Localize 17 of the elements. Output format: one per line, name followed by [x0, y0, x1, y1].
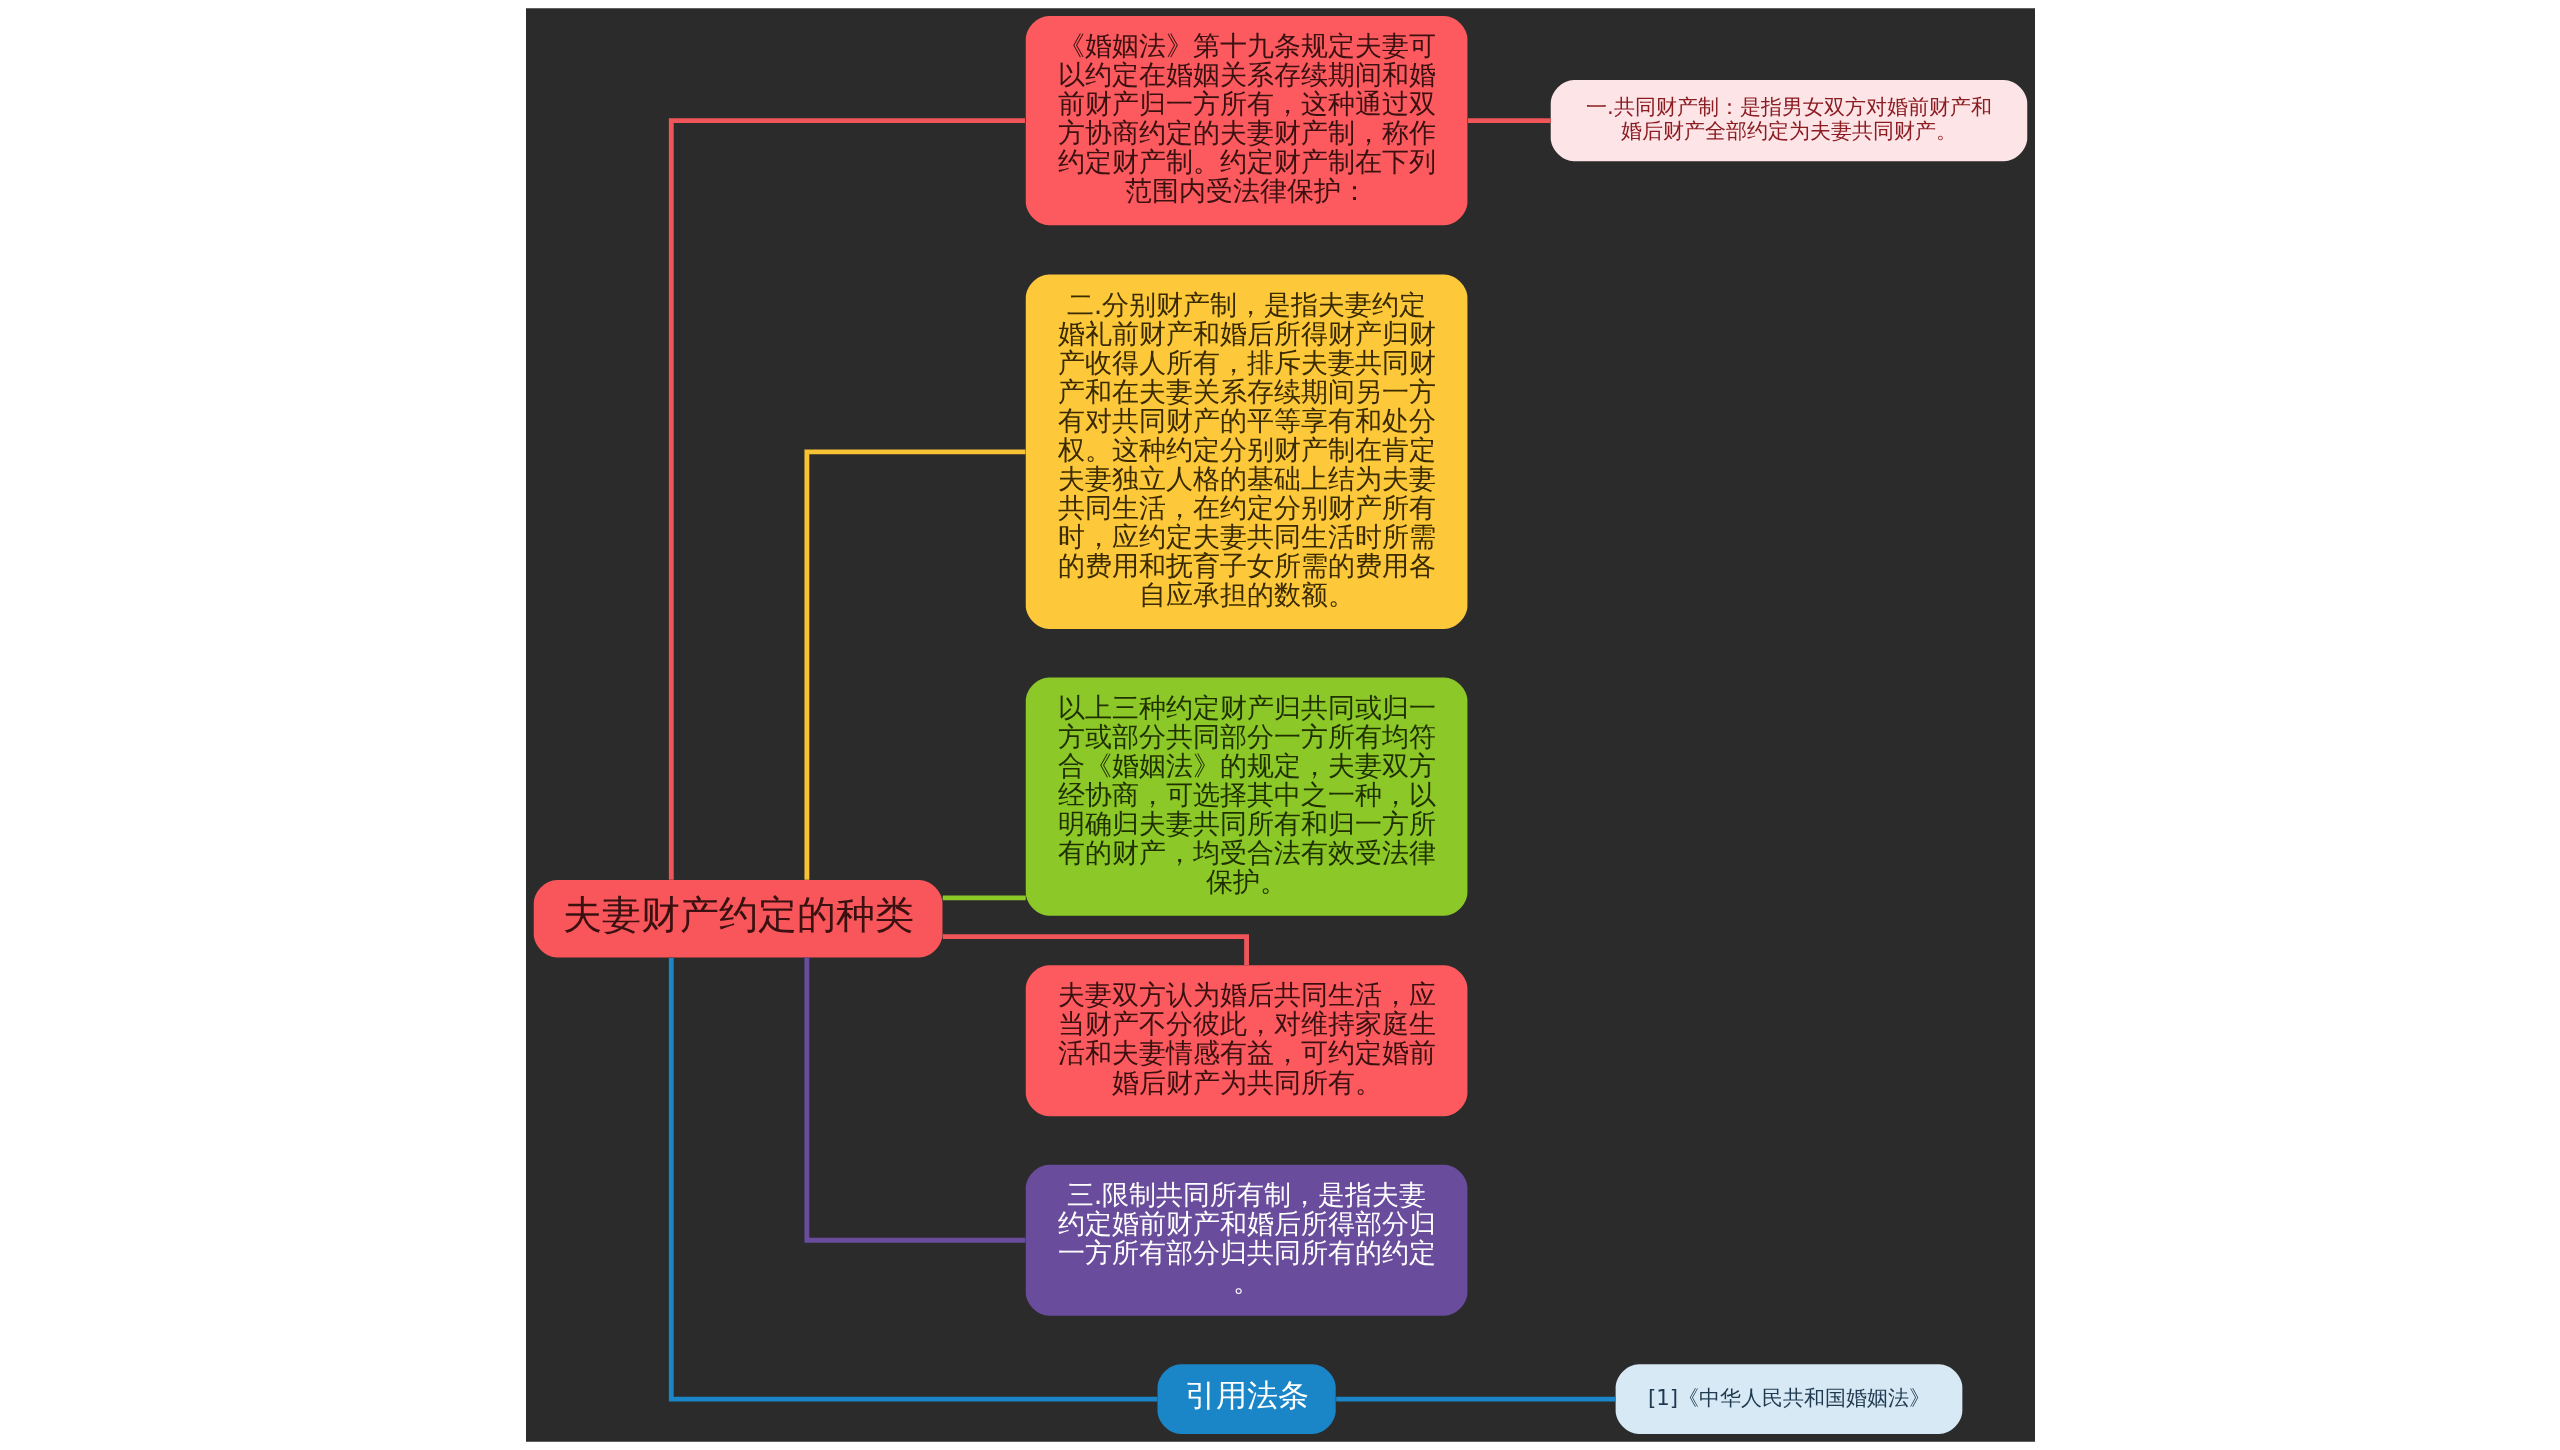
- node-box: 引用法条: [1157, 1364, 1336, 1434]
- node-box: 二.分别财产制，是指夫妻约定婚礼前财产和婚后所得财产归财产收得人所有，排斥夫妻共同财产和在夫妻关系存续期间另一方有对共同财产的平等享有和处分权。这种约定分别财产制在肯定夫妻独立人格的基础上结为夫妻共同生活，在约定分别财产所有时，应约定夫妻共同生活时所需的费用和抚育子女所需的费用各自应承担的数额。: [1025, 274, 1467, 630]
- connector: [668, 118, 1025, 880]
- connector: [942, 934, 1249, 966]
- connector: [1467, 118, 1551, 124]
- node-box: 三.限制共同所有制，是指夫妻约定婚前财产和婚后所得部分归一方所有部分归共同所有的约定。: [1025, 1164, 1467, 1316]
- node-box: 夫妻双方认为婚后共同生活，应当财产不分彼此，对维持家庭生活和夫妻情感有益，可约定婚前婚后财产为共同所有。: [1025, 965, 1467, 1117]
- connector: [803, 449, 1025, 880]
- node-box: 《婚姻法》第十九条规定夫妻可以约定在婚姻关系存续期间和婚前财产归一方所有，这种通过双方协商约定的夫妻财产制，称作约定财产制。约定财产制在下列范围内受法律保护：: [1025, 16, 1467, 226]
- node-box: [1]《中华人民共和国婚姻法》: [1615, 1364, 1962, 1434]
- node-box: 一.共同财产制：是指男女双方对婚前财产和婚后财产全部约定为夫妻共同财产。: [1550, 79, 2027, 162]
- connector: [942, 895, 1026, 901]
- node-box: 以上三种约定财产归共同或归一方或部分共同部分一方所有均符合《婚姻法》的规定，夫妻双方经协商，可选择其中之一种，以明确归夫妻共同所有和归一方所有的财产，均受合法有效受法律保护。: [1025, 677, 1467, 916]
- connector: [1335, 1396, 1615, 1402]
- connector: [803, 957, 1025, 1243]
- node-box: 夫妻财产约定的种类: [533, 879, 942, 958]
- connector: [668, 958, 1157, 1402]
